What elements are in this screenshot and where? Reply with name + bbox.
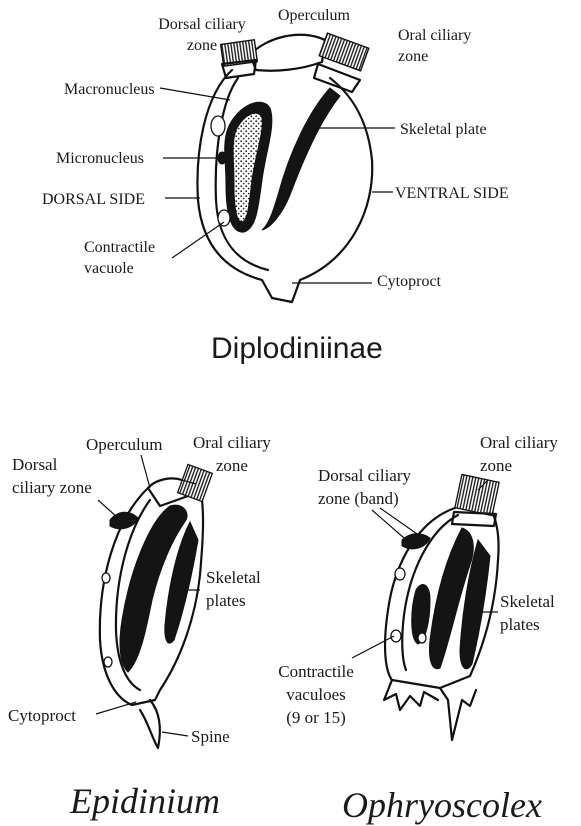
ophryoscolex-vacuole-3 (418, 633, 426, 643)
label-line: Dorsal (12, 453, 92, 476)
diplodiniinae-drawing (160, 33, 395, 302)
label-line: Oral ciliary (480, 431, 558, 454)
label-line: vaculoes (262, 683, 370, 706)
ophryoscolex-vacuole-2 (391, 630, 401, 642)
label-line: zone (398, 46, 471, 67)
label-epidinium-cytoproct: Cytoproct (8, 704, 76, 727)
title-ophryoscolex: Ophryoscolex (342, 784, 542, 826)
label-line: zone (146, 35, 258, 56)
label-ophryoscolex-dorsal-ciliary-zone: Dorsal ciliary zone (band) (318, 464, 411, 510)
label-line: zone (193, 454, 271, 477)
label-dorsal-side: DORSAL SIDE (42, 189, 145, 210)
title-epidinium: Epidinium (70, 780, 220, 822)
epidinium-vacuole-1 (102, 573, 110, 583)
label-epidinium-operculum: Operculum (86, 433, 162, 456)
epidinium-drawing (96, 455, 212, 748)
label-line: zone (480, 454, 558, 477)
leader-epidinium-dorsal (98, 500, 118, 518)
label-skeletal-plate: Skeletal plate (400, 119, 487, 140)
label-line: Dorsal ciliary (146, 14, 258, 35)
label-ophryoscolex-skeletal-plates: Skeletal plates (500, 590, 555, 636)
label-ventral-side: VENTRAL SIDE (395, 183, 509, 204)
label-macronucleus: Macronucleus (64, 79, 155, 100)
label-line: zone (band) (318, 487, 411, 510)
ophryoscolex-drawing (352, 474, 499, 740)
diplodiniinae-contractile-upper (211, 116, 225, 136)
ophryoscolex-vacuole-1 (395, 568, 405, 580)
label-epidinium-oral-ciliary-zone: Oral ciliary zone (193, 431, 271, 477)
label-contractile-vacuole: Contractile vacuole (84, 237, 155, 279)
label-operculum: Operculum (278, 5, 350, 26)
ophryoscolex-caudal-spines-right (440, 688, 476, 740)
label-line: Oral ciliary (193, 431, 271, 454)
leader-ophryoscolex-vacuoles (352, 636, 394, 658)
label-epidinium-skeletal-plates: Skeletal plates (206, 566, 261, 612)
label-line: ciliary zone (12, 476, 92, 499)
label-cytoproct: Cytoproct (377, 271, 441, 292)
diplodiniinae-contractile-vacuole-shape (218, 210, 230, 226)
label-ophryoscolex-oral-ciliary-zone: Oral ciliary zone (480, 431, 558, 477)
diplodiniinae-oral-cilia (319, 33, 369, 71)
leader-macronucleus (160, 88, 230, 100)
label-line: Contractile (262, 660, 370, 683)
label-ophryoscolex-contractile-vacuoles: Contractile vaculoes (9 or 15) (262, 660, 370, 729)
label-oral-ciliary-zone: Oral ciliary zone (398, 25, 471, 67)
diplodiniinae-operculum-shape (250, 35, 325, 71)
leader-epidinium-spine (162, 732, 188, 736)
ophryoscolex-caudal-spines-left (384, 680, 438, 710)
epidinium-spine (140, 700, 160, 748)
label-line: (9 or 15) (262, 706, 370, 729)
label-line: plates (500, 613, 555, 636)
leader-epidinium-cytoproct (96, 702, 136, 714)
ophryoscolex-oral-cilia (455, 474, 499, 515)
label-line: Skeletal (500, 590, 555, 613)
label-line: Oral ciliary (398, 25, 471, 46)
label-line: Contractile (84, 237, 155, 258)
epidinium-vacuole-2 (104, 657, 112, 667)
diplodiniinae-skeletal-plate-shape (262, 88, 340, 230)
label-line: plates (206, 589, 261, 612)
label-line: vacuole (84, 258, 155, 279)
label-dorsal-ciliary-zone: Dorsal ciliary zone (146, 14, 258, 56)
label-epidinium-dorsal-ciliary-zone: Dorsal ciliary zone (12, 453, 92, 499)
label-line: Skeletal (206, 566, 261, 589)
label-line: Dorsal ciliary (318, 464, 411, 487)
label-epidinium-spine: Spine (191, 725, 230, 748)
title-diplodiniinae: Diplodiniinae (211, 332, 383, 366)
leader-epidinium-operculum (141, 455, 150, 488)
label-micronucleus: Micronucleus (56, 148, 144, 169)
